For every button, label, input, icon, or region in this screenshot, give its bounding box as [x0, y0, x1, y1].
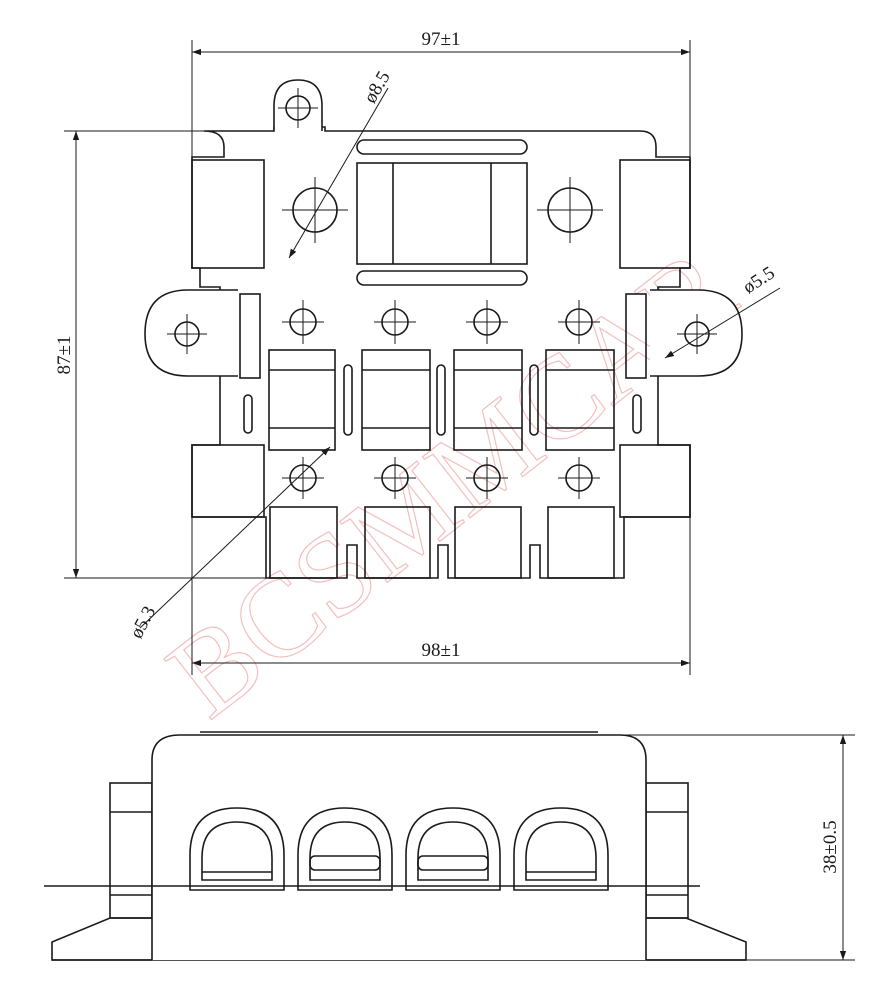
base-flange-left [51, 917, 152, 961]
dim-depth-label: 38±0.5 [820, 820, 841, 873]
side-tab-left [109, 782, 153, 919]
right-ear [650, 289, 743, 377]
corner-block-top-right [619, 159, 691, 269]
fuse-columns [268, 300, 615, 579]
side-view: 38±0.5 [44, 731, 855, 961]
right-side-slot [625, 293, 647, 379]
terminal-1 [269, 506, 338, 579]
left-small-slot [243, 394, 253, 434]
top-view-outline [191, 126, 691, 579]
main-fuse-bottom-rail [356, 270, 528, 286]
cable-opening-1 [189, 807, 285, 891]
fuse-slot-1 [268, 349, 336, 451]
dim-top-width-label: 97±1 [422, 29, 461, 50]
dim-hole-top-leader [288, 87, 389, 259]
main-fuse [356, 162, 528, 265]
dim-hole-small-leader [139, 446, 331, 629]
dim-hole-right-leader [664, 287, 781, 359]
fuse-slot-3 [453, 349, 523, 451]
fuse-slot-2 [361, 349, 431, 451]
left-side-slot [239, 293, 261, 379]
side-body [151, 734, 647, 960]
corner-block-bottom-left [191, 444, 265, 518]
dim-hole-top-label: ø8.5 [360, 68, 395, 107]
terminal-3 [454, 506, 522, 579]
dim-bottom-width-label: 98±1 [422, 640, 461, 661]
cable-opening-2 [297, 807, 393, 891]
cable-opening-4 [513, 807, 609, 891]
cable-openings [189, 807, 609, 891]
left-ear [144, 289, 238, 377]
base-flange-right [646, 917, 747, 961]
side-tab-right [645, 782, 689, 919]
main-fuse-top-rail [356, 139, 528, 155]
corner-block-top-left [191, 159, 265, 269]
top-view: 97±1 98±1 87±1 ø8.5 ø5.5 ø5.3 [54, 29, 781, 675]
cable-opening-3 [405, 807, 501, 891]
right-small-slot [632, 394, 642, 434]
dim-height-label: 87±1 [54, 336, 75, 375]
terminal-2 [364, 506, 431, 579]
fuse-slot-4 [545, 349, 615, 451]
corner-block-bottom-right [619, 444, 691, 518]
terminal-4 [547, 506, 615, 579]
